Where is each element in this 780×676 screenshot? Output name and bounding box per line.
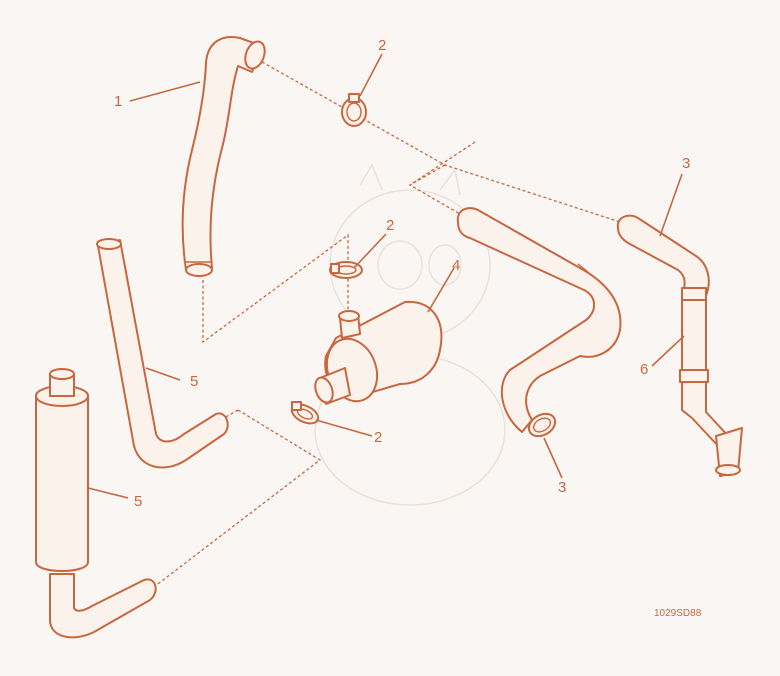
- callout-2-top: 2: [378, 37, 387, 54]
- part-2-clamp-top: [341, 93, 367, 127]
- callout-5-muffler: 5: [134, 493, 143, 510]
- callout-5-tube: 5: [190, 373, 199, 390]
- part-2-clamp-middle: [329, 261, 363, 279]
- leader-lines: [87, 53, 685, 499]
- callout-6: 6: [640, 361, 649, 378]
- part-4-muffler: [314, 300, 443, 405]
- part-1-pipe: [181, 36, 266, 277]
- part-5-muffler-assembly: [35, 368, 157, 639]
- callout-4: 4: [452, 257, 461, 274]
- callout-3-right: 3: [682, 155, 691, 172]
- figure-code: 1029SD88: [654, 608, 702, 619]
- callout-2-middle: 2: [386, 217, 395, 234]
- callout-2-bottom: 2: [374, 429, 383, 446]
- callout-1: 1: [114, 93, 123, 110]
- part-3-pipe-right: [616, 214, 710, 301]
- part-6-tailpipe: [679, 299, 743, 477]
- assembly-dashed-lines: [149, 61, 621, 591]
- part-5-tube: [96, 238, 229, 469]
- callout-3-left: 3: [558, 479, 567, 496]
- part-3-pipe-left: [456, 207, 622, 438]
- part-2-clamp-bottom: [290, 401, 320, 425]
